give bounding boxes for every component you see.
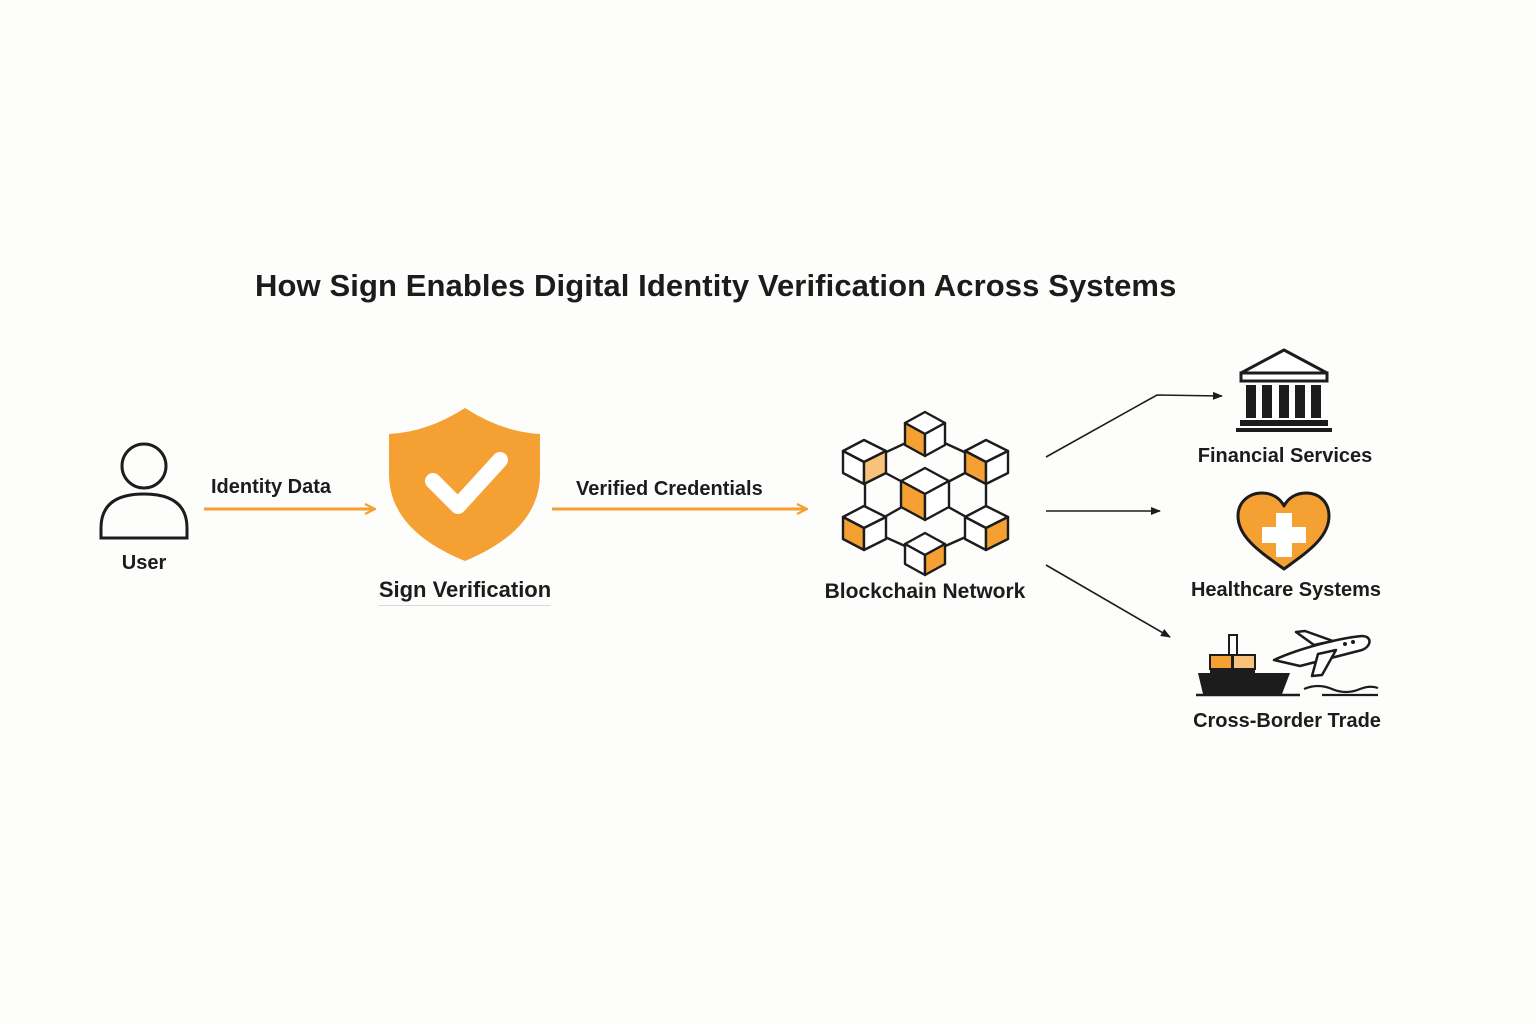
heart-cross-icon: [1236, 491, 1331, 571]
cube-right-lower: [963, 504, 1010, 552]
cube-top: [903, 410, 947, 458]
node-label-blockchain-network: Blockchain Network: [824, 580, 1026, 603]
diagram-title: How Sign Enables Digital Identity Verifi…: [255, 268, 1177, 303]
cube-center: [899, 466, 951, 522]
node-label-user: User: [121, 552, 167, 574]
node-label-healthcare-systems: Healthcare Systems: [1190, 579, 1382, 601]
cube-left-upper: [841, 438, 888, 486]
node-label-sign-verification: Sign Verification: [378, 577, 552, 606]
edge-label-identity-data: Identity Data: [211, 476, 332, 498]
shield-check-icon: [389, 408, 540, 561]
edge-to-trade: [1045, 564, 1171, 638]
cube-right-upper: [963, 438, 1010, 486]
edge-to-financial: [1045, 391, 1223, 458]
node-label-cross-border-trade: Cross-Border Trade: [1193, 710, 1381, 732]
ship-plane-icon: [1196, 629, 1379, 697]
cube-left-lower: [841, 504, 888, 552]
cube-bottom: [903, 531, 947, 577]
bank-icon: [1236, 348, 1332, 432]
node-label-financial-services: Financial Services: [1197, 445, 1373, 467]
cube-network-icon: [841, 410, 1010, 577]
edge-label-verified-credentials: Verified Credentials: [576, 478, 763, 500]
person-icon: [99, 442, 189, 540]
